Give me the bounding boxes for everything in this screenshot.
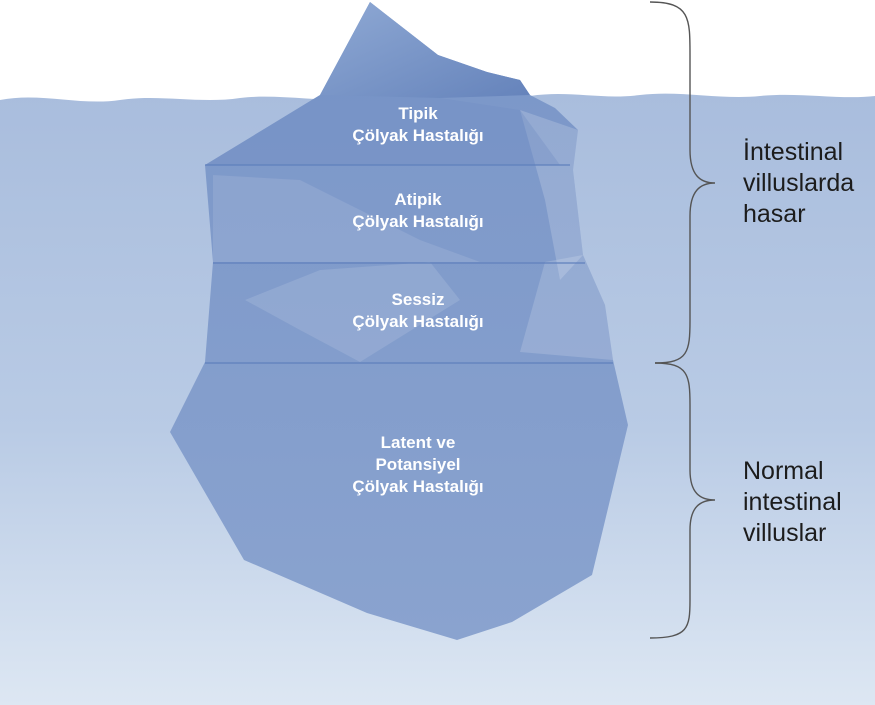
group-label-line: hasar [743, 200, 806, 228]
group-label-normal-villi: Normal intestinal villuslar [743, 456, 842, 549]
layer-label-typical: Tipik Çölyak Hastalığı [298, 103, 538, 147]
iceberg-facet [520, 255, 613, 360]
layer-label-line: Potansiyel [375, 455, 461, 474]
group-label-line: İntestinal [743, 138, 844, 166]
group-label-line: intestinal [743, 488, 842, 516]
layer-label-line: Çölyak Hastalığı [352, 312, 484, 331]
iceberg-facet [245, 262, 460, 362]
layer-label-latent: Latent ve Potansiyel Çölyak Hastalığı [298, 432, 538, 498]
group-label-damaged-villi: İntestinal villuslarda hasar [743, 137, 854, 230]
iceberg-facet [205, 95, 560, 165]
layer-label-line: Latent ve [380, 433, 456, 452]
layer-label-line: Atipik [394, 190, 442, 209]
layer-label-line: Çölyak Hastalığı [352, 126, 484, 145]
brace-top [649, 1, 716, 364]
layer-label-atypical: Atipik Çölyak Hastalığı [298, 189, 538, 233]
iceberg-body [170, 2, 628, 640]
group-label-line: Normal [743, 457, 824, 485]
iceberg-tip [320, 2, 530, 98]
iceberg-facet [520, 110, 583, 280]
layer-label-line: Tipik [398, 104, 438, 123]
iceberg-facet [213, 175, 480, 262]
layer-label-line: Çölyak Hastalığı [352, 212, 484, 231]
group-label-line: villuslar [743, 519, 827, 547]
layer-label-line: Sessiz [391, 290, 445, 309]
layer-label-silent: Sessiz Çölyak Hastalığı [298, 289, 538, 333]
brace-bottom [649, 362, 716, 639]
group-label-line: villuslarda [743, 169, 855, 197]
layer-label-line: Çölyak Hastalığı [352, 477, 484, 496]
